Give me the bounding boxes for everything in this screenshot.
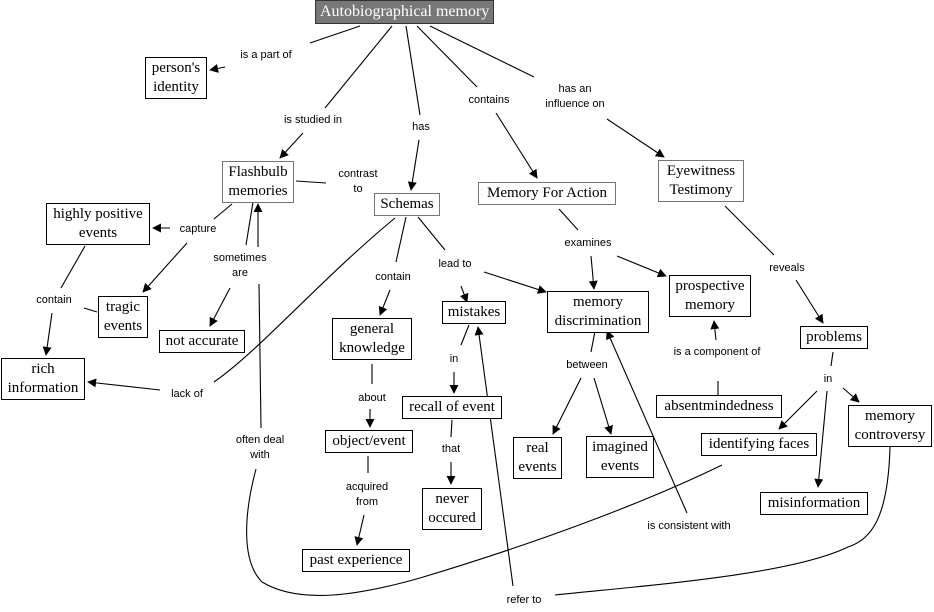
link-label-reveals: reveals: [769, 262, 805, 274]
connector-arrow: [593, 377, 613, 435]
node-not-accurate[interactable]: not accurate: [159, 330, 245, 353]
connector-arrow: [842, 387, 860, 403]
connector-arrow: [354, 514, 365, 546]
node-persons-identity[interactable]: person's identity: [145, 57, 207, 99]
connector-arrow: [588, 255, 598, 290]
connector-arrow: [279, 132, 304, 159]
node-eyewitness-testimony[interactable]: Eyewitness Testimony: [658, 160, 744, 202]
link-label-is-consistent-with: is consistent with: [647, 520, 731, 532]
link-label-has-an-influence-on: has an influence on: [545, 83, 605, 110]
connector-arrow: [616, 255, 667, 278]
link-label-is-a-component-of: is a component of: [673, 346, 761, 358]
connector-arrow: [407, 139, 420, 191]
connector-arrow: [483, 271, 547, 294]
link-label-sometimes-are: sometimes are: [213, 252, 267, 279]
connector-arrow: [606, 330, 688, 514]
node-imagined-events[interactable]: imagined events: [586, 436, 654, 478]
link-label-often-deal-with: often deal with: [235, 434, 285, 461]
connector-arrow: [474, 326, 514, 587]
link-label-that: that: [441, 443, 461, 455]
node-general-knowledge[interactable]: general knowledge: [332, 318, 412, 360]
connector-arrow: [459, 285, 469, 303]
link-label-contains: contains: [468, 94, 510, 106]
node-schemas[interactable]: Schemas: [374, 193, 440, 216]
node-tragic-events[interactable]: tragic events: [98, 296, 148, 338]
link-label-refer-to: refer to: [506, 594, 542, 606]
connector-arrow: [495, 112, 538, 179]
connector-arrow: [87, 378, 161, 391]
link-label-in-mistakes: in: [449, 353, 459, 365]
link-label-contrast-to: contrast to: [338, 168, 378, 195]
link-label-contain-schemas: contain: [375, 271, 411, 283]
link-label-in-problems: in: [823, 373, 833, 385]
node-autobiographical-memory[interactable]: Autobiographical memory: [315, 0, 494, 24]
connector: [417, 216, 446, 251]
connector: [429, 25, 535, 78]
link-label-about: about: [358, 392, 386, 404]
node-mistakes[interactable]: mistakes: [442, 301, 506, 324]
node-real-events[interactable]: real events: [513, 437, 562, 479]
link-label-contain-left: contain: [36, 294, 72, 306]
connector-arrow: [378, 289, 391, 316]
connector-arrow: [778, 390, 818, 430]
connector: [590, 330, 596, 353]
link-label-acquired-from: acquired from: [345, 481, 389, 508]
link-label-examines: examines: [564, 237, 612, 249]
connector-arrow: [209, 287, 231, 327]
link-label-capture: capture: [179, 223, 217, 235]
connector-arrow: [814, 390, 828, 488]
connector-curve: [213, 217, 396, 383]
node-memory-controversy[interactable]: memory controversy: [848, 405, 932, 447]
connector: [416, 25, 478, 88]
link-label-is-a-part-of: is a part of: [240, 49, 292, 61]
connector-arrow: [142, 242, 188, 293]
connector: [83, 307, 98, 313]
node-rich-information[interactable]: rich information: [1, 358, 85, 400]
connector: [395, 216, 407, 263]
connector: [245, 201, 254, 246]
connector-curve: [246, 464, 723, 596]
connector: [258, 283, 262, 429]
connector: [60, 245, 86, 289]
node-identifying-faces[interactable]: identifying faces: [701, 433, 817, 456]
connector-arrow: [552, 377, 582, 435]
node-never-occured[interactable]: never occured: [422, 488, 482, 530]
node-misinformation[interactable]: misinformation: [760, 492, 868, 515]
connector: [405, 25, 421, 116]
connector: [830, 351, 834, 367]
connector: [724, 205, 775, 256]
connector-arrow: [209, 63, 226, 73]
connector-arrow: [606, 118, 665, 158]
connector-arrow: [42, 312, 53, 356]
connector: [558, 208, 579, 231]
node-past-experience[interactable]: past experience: [302, 549, 410, 572]
connector: [450, 419, 453, 438]
node-problems[interactable]: problems: [800, 326, 868, 349]
node-recall-of-event[interactable]: recall of event: [402, 396, 502, 419]
connector: [309, 25, 361, 44]
connector-arrow: [795, 279, 824, 324]
connector: [460, 324, 470, 346]
link-label-lead-to: lead to: [438, 258, 472, 270]
node-highly-positive-events[interactable]: highly positive events: [46, 203, 150, 245]
node-absentmindedness[interactable]: absentmindedness: [656, 395, 782, 418]
connector: [324, 25, 393, 109]
connector-arrow: [710, 320, 720, 341]
connector-curve: [554, 446, 891, 596]
node-flashbulb-memories[interactable]: Flashbulb memories: [222, 161, 294, 203]
node-memory-discrimination[interactable]: memory discrimination: [547, 291, 649, 333]
link-label-between: between: [566, 359, 608, 371]
link-label-is-studied-in: is studied in: [283, 114, 343, 126]
link-label-has: has: [412, 121, 430, 133]
connector: [213, 203, 233, 220]
link-label-lack-of: lack of: [171, 388, 203, 400]
connector: [295, 180, 327, 184]
node-object-event[interactable]: object/event: [325, 430, 413, 453]
node-prospective-memory[interactable]: prospective memory: [669, 275, 751, 317]
node-memory-for-action[interactable]: Memory For Action: [478, 182, 616, 205]
